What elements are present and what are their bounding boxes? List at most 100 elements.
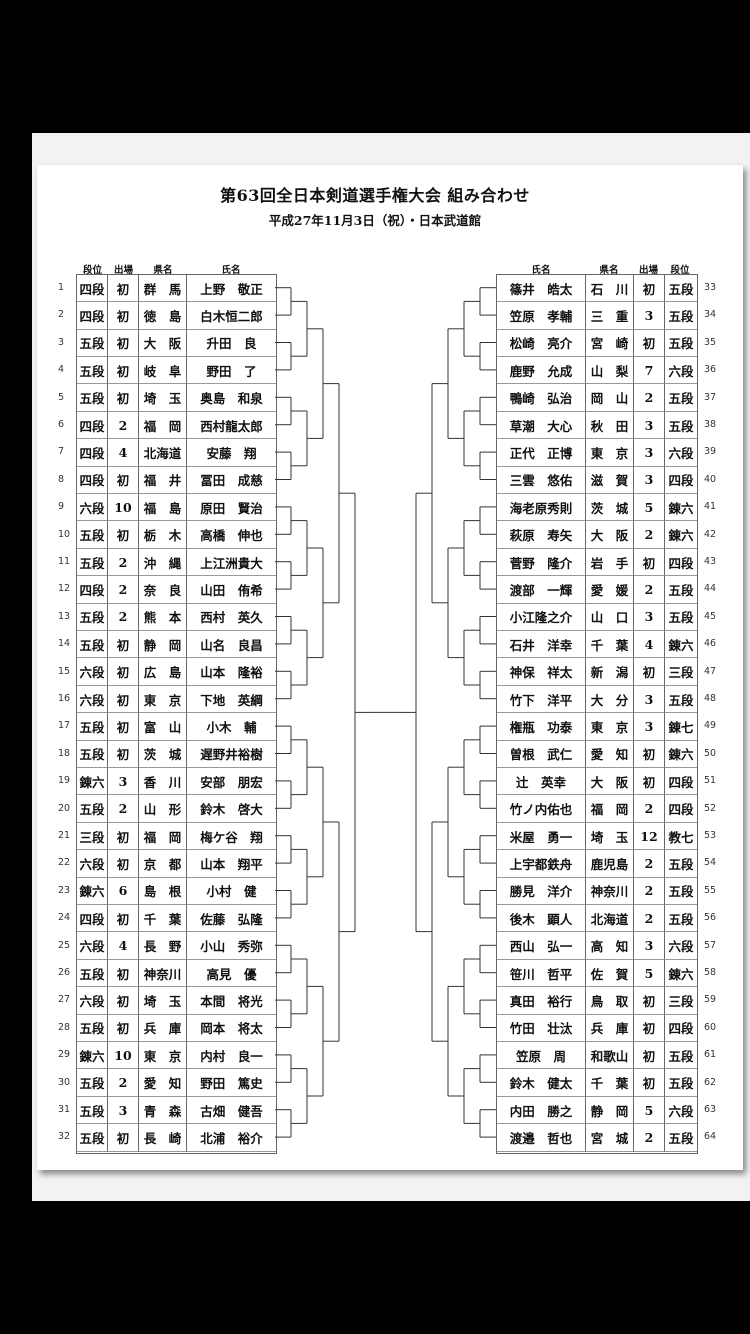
seed-number: 58 (704, 967, 717, 978)
player-times: 初 (108, 685, 139, 714)
header-pref: 県名 (153, 265, 173, 276)
header-name: 氏名 (221, 265, 241, 276)
seed-number: 46 (704, 638, 717, 650)
seed-number: 16 (58, 693, 71, 704)
player-name: 安部 朋宏 (187, 768, 276, 796)
player-pref: 山 形 (139, 795, 187, 823)
player-dan: 錬六 (665, 521, 697, 549)
player-dan: 五段 (77, 631, 108, 659)
player-dan: 五段 (77, 740, 108, 768)
player-name: 後木 顕人 (497, 905, 586, 933)
player-row: 鈴木 健太千 葉初五段 (497, 1069, 697, 1097)
player-name: 鈴木 健太 (497, 1069, 586, 1097)
player-times: 2 (634, 576, 665, 604)
player-row: 五段初長 崎北浦 裕介 (77, 1124, 276, 1152)
page-subtitle: 平成27年11月3日（祝）・日本武道館 (268, 213, 482, 228)
player-times: 10 (108, 494, 139, 522)
seed-number: 23 (58, 884, 71, 896)
player-pref: 静 岡 (139, 631, 187, 659)
player-dan: 三段 (665, 987, 697, 1015)
player-pref: 福 井 (139, 466, 187, 494)
player-name: 真田 裕行 (497, 987, 586, 1015)
player-times: 2 (108, 603, 139, 631)
player-row: 四段初徳 島白木恒二郎 (77, 302, 276, 330)
player-dan: 六段 (77, 494, 108, 522)
player-name: 山名 良昌 (187, 631, 276, 659)
header-times: 出場 (113, 265, 133, 276)
seed-number: 13 (58, 610, 71, 622)
player-name: 菅野 隆介 (497, 548, 586, 577)
player-pref: 静 岡 (586, 1096, 634, 1125)
player-row: 菅野 隆介岩 手初四段 (497, 548, 697, 577)
player-dan: 五段 (77, 1014, 108, 1042)
player-pref: 広 島 (139, 658, 187, 686)
player-times: 2 (108, 576, 139, 604)
player-times: 初 (108, 959, 139, 988)
player-row: 五段初大 阪升田 良 (77, 329, 276, 357)
player-dan: 六段 (77, 685, 108, 714)
player-dan: 四段 (77, 302, 108, 330)
player-name: 西山 弘一 (497, 932, 586, 960)
player-dan: 五段 (665, 905, 697, 933)
seed-number: 5 (58, 391, 65, 403)
player-name: 高橋 伸也 (187, 521, 276, 549)
player-pref: 福 岡 (139, 822, 187, 851)
player-name: 上宇都鉄舟 (497, 850, 586, 878)
player-times: 2 (634, 795, 665, 823)
seed-number: 11 (58, 556, 71, 567)
player-name: 小木 輔 (187, 713, 276, 741)
player-pref: 北海道 (139, 439, 187, 467)
seed-number: 20 (58, 802, 71, 814)
player-name: 竹ノ内佑也 (497, 795, 586, 823)
player-name: 冨田 成慈 (187, 467, 276, 494)
seed-number: 14 (58, 638, 71, 650)
seed-number: 56 (704, 912, 717, 924)
player-times: 12 (634, 822, 665, 851)
player-times: 2 (634, 1124, 665, 1152)
player-times: 2 (634, 905, 665, 933)
player-times: 初 (634, 768, 665, 796)
player-pref: 兵 庫 (586, 1014, 634, 1042)
player-times: 2 (634, 850, 665, 878)
player-pref: 長 崎 (139, 1124, 187, 1152)
player-pref: 京 都 (139, 850, 187, 878)
seed-number: 21 (58, 830, 71, 841)
player-pref: 石 川 (586, 274, 634, 303)
player-row: 五段初埼 玉奥島 和泉 (77, 384, 276, 412)
player-name: 正代 正博 (497, 439, 586, 467)
seed-number: 57 (704, 939, 717, 951)
player-pref: 奈 良 (139, 576, 187, 604)
seed-number: 39 (704, 446, 717, 458)
seed-number: 3 (58, 336, 65, 348)
player-dan: 五段 (77, 795, 108, 823)
player-pref: 福 島 (139, 494, 187, 522)
player-name: 渡部 一輝 (497, 576, 586, 604)
seed-number: 7 (58, 446, 65, 458)
player-row: 笠原 周和歌山初五段 (497, 1042, 697, 1070)
player-dan: 五段 (665, 412, 697, 440)
player-pref: 神奈川 (139, 959, 187, 988)
player-dan: 四段 (665, 1015, 697, 1042)
player-name: 西村 英久 (187, 604, 276, 631)
player-name: 権瓶 功泰 (497, 713, 586, 741)
player-row: 真田 裕行鳥 取初三段 (497, 987, 697, 1015)
player-dan: 錬六 (665, 494, 697, 522)
header-dan: 段位 (82, 265, 102, 276)
player-name: 奥島 和泉 (187, 384, 276, 412)
player-times: 初 (108, 521, 139, 549)
player-pref: 長 野 (139, 932, 187, 960)
player-pref: 宮 城 (586, 1124, 634, 1152)
seed-number: 62 (704, 1076, 717, 1088)
